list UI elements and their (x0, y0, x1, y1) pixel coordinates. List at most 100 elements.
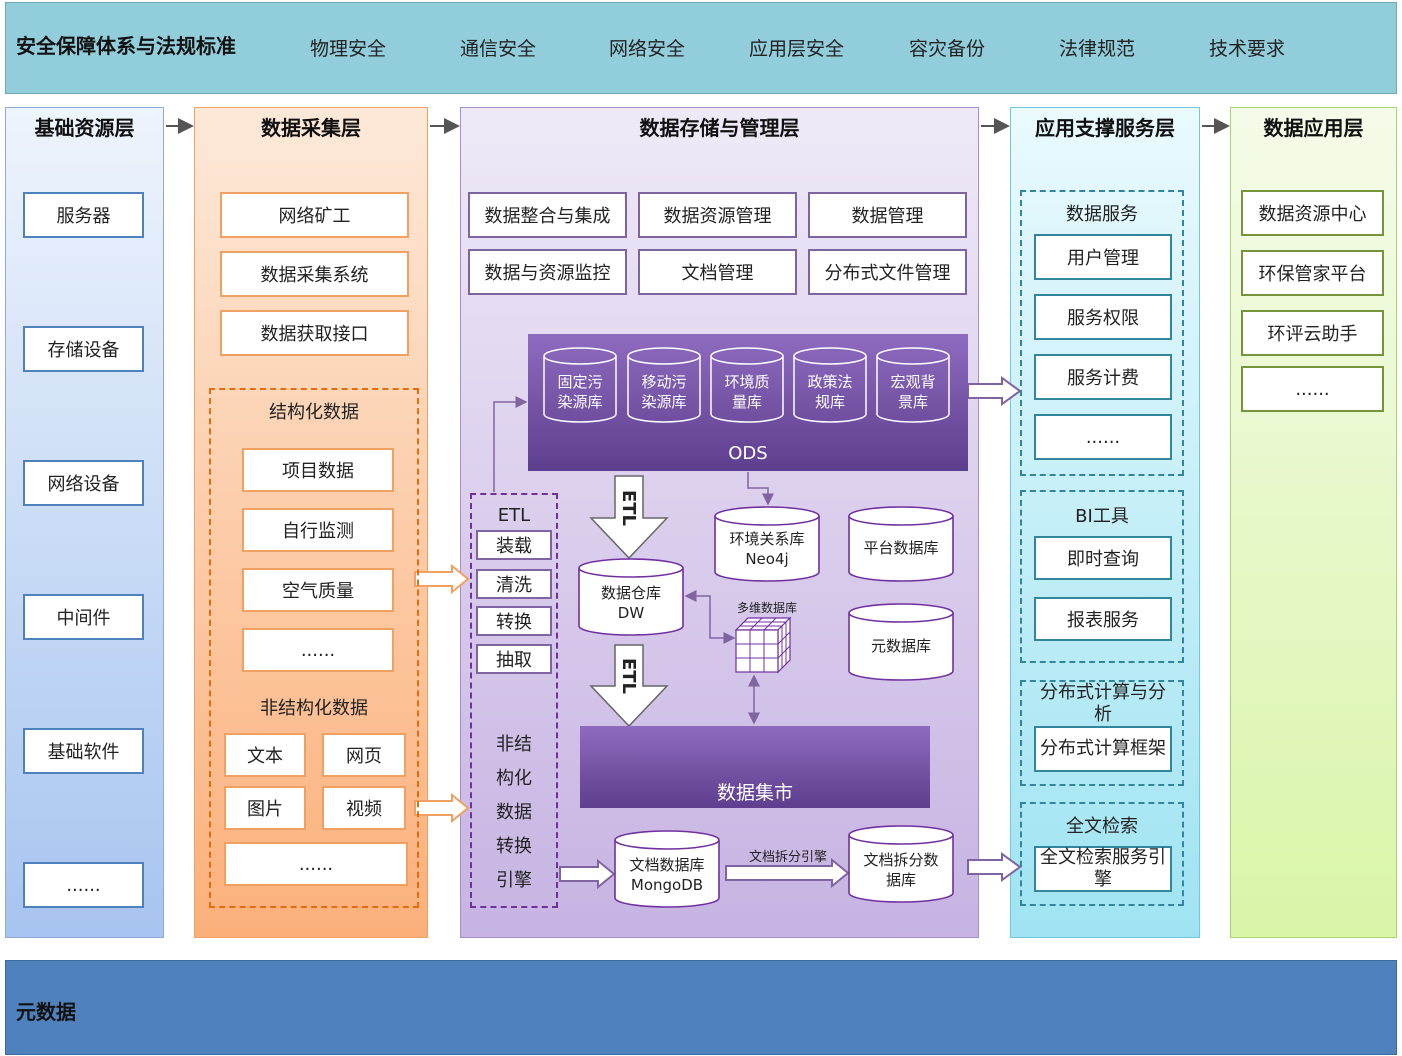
app-item-eia-assistant: 环评云助手 (1241, 310, 1384, 356)
security-item-technical: 技术要求 (1209, 38, 1286, 60)
ods-db-policy-line1: 政策法 (807, 373, 853, 391)
layer2-item-api: 数据获取接口 (220, 310, 409, 356)
etl-item-load: 装载 (476, 530, 552, 560)
platform-db: 平台数据库 (863, 539, 939, 557)
service-item-permission: 服务权限 (1034, 294, 1172, 340)
neo4j-db-line1: 环境关系库 (729, 530, 805, 548)
storage-item-resource-management: 数据资源管理 (638, 192, 797, 238)
security-item-communication: 通信安全 (460, 38, 537, 60)
ods-db-mobile-pollution-line2: 染源库 (641, 393, 687, 411)
layer1-item-storage: 存储设备 (23, 326, 144, 372)
bi-item-report: 报表服务 (1034, 597, 1172, 641)
document-split-engine-label: 文档拆分引擎 (748, 849, 827, 865)
ods-db-policy: 政策法 规库 (794, 370, 866, 414)
fulltext-title: 全文检索 (1066, 816, 1138, 837)
layer5-title: 数据应用层 (1263, 115, 1364, 140)
ods-db-fixed-pollution-line1: 固定污 (557, 373, 603, 391)
layer3-title: 数据存储与管理层 (639, 115, 800, 140)
data-mart-label: 数据集市 (716, 781, 793, 804)
ods-db-macro: 宏观背 景库 (877, 370, 949, 414)
mongodb-line2: MongoDB (630, 876, 704, 894)
service-item-user-management: 用户管理 (1034, 234, 1172, 280)
layer2-title: 数据采集层 (261, 115, 361, 140)
distributed-item-framework: 分布式计算框架 (1034, 726, 1172, 772)
etl-item-extract: 抽取 (476, 644, 552, 674)
document-split-db-line1: 文档拆分数 (863, 851, 939, 869)
cube-icon (734, 616, 792, 674)
fulltext-group (1020, 802, 1184, 906)
layer-infrastructure (5, 107, 164, 938)
distributed-group (1020, 680, 1184, 786)
data-warehouse-line2: DW (617, 604, 645, 622)
layer1-item-network: 网络设备 (23, 460, 144, 506)
etl-group (470, 493, 558, 908)
ods-block (528, 334, 968, 471)
unstructured-item-more: ...... (224, 842, 408, 886)
security-bar (5, 2, 1397, 94)
security-item-physical: 物理安全 (310, 38, 387, 60)
ods-db-macro-line2: 景库 (897, 393, 928, 411)
app-item-housekeeper: 环保管家平台 (1241, 250, 1384, 296)
structured-item-monitoring: 自行监测 (242, 508, 394, 552)
storage-item-document-management: 文档管理 (638, 249, 797, 295)
storage-item-integration: 数据整合与集成 (468, 192, 627, 238)
bi-group (1020, 490, 1184, 663)
engine-label-line4: 转换 (496, 836, 532, 857)
storage-item-distributed-file: 分布式文件管理 (808, 249, 967, 295)
neo4j-db-line2: Neo4j (745, 550, 789, 568)
distributed-title: 分布式计算与分析 (1040, 682, 1166, 725)
data-service-group (1020, 190, 1184, 476)
layer-application (1230, 107, 1397, 938)
fulltext-item-engine: 全文检索服务引擎 (1034, 846, 1172, 892)
unstructured-engine-label: 非结 构化 数据 转换 引擎 (470, 728, 558, 898)
security-item-disaster-backup: 容灾备份 (909, 38, 986, 60)
structured-item-more: ...... (242, 628, 394, 672)
ods-label: ODS (728, 442, 768, 464)
engine-label-line3: 数据 (496, 802, 532, 823)
metadata-bar (5, 960, 1397, 1055)
ods-database-icons (543, 347, 950, 423)
data-mart-block (580, 726, 930, 808)
ods-db-macro-line1: 宏观背 (890, 373, 936, 391)
ods-db-environment-quality-line2: 量库 (731, 393, 762, 411)
storage-item-monitoring: 数据与资源监控 (468, 249, 627, 295)
security-title: 安全保障体系与法规标准 (16, 34, 236, 58)
etl-item-clean: 清洗 (476, 569, 552, 599)
ods-db-fixed-pollution-line2: 染源库 (557, 393, 603, 411)
ods-db-fixed-pollution: 固定污 染源库 (544, 370, 616, 414)
layer1-item-server: 服务器 (23, 192, 144, 238)
document-split-db: 文档拆分数 据库 (849, 847, 953, 893)
mongodb: 文档数据库 MongoDB (615, 852, 719, 898)
structured-item-project: 项目数据 (242, 448, 394, 492)
storage-database-shapes (578, 506, 954, 908)
layer1-item-software: 基础软件 (23, 728, 144, 774)
app-item-more: ...... (1241, 366, 1384, 412)
metadata-db: 元数据库 (870, 637, 931, 655)
engine-label-line5: 引擎 (496, 870, 532, 891)
data-warehouse: 数据仓库 DW (579, 580, 683, 626)
unstructured-item-text: 文本 (224, 733, 306, 777)
mongodb-line1: 文档数据库 (629, 856, 705, 874)
unstructured-item-video: 视频 (322, 786, 406, 830)
layer2-item-web-miner: 网络矿工 (220, 192, 409, 238)
app-item-resource-center: 数据资源中心 (1241, 190, 1384, 236)
ods-db-environment-quality-line1: 环境质 (724, 373, 770, 391)
cube-label: 多维数据库 (736, 600, 797, 615)
layer2-item-collection-system: 数据采集系统 (220, 251, 409, 297)
unstructured-data-title: 非结构化数据 (260, 698, 368, 719)
structured-item-air-quality: 空气质量 (242, 568, 394, 612)
storage-item-data-management: 数据管理 (808, 192, 967, 238)
service-item-more: ...... (1034, 414, 1172, 460)
etl-item-transform: 转换 (476, 606, 552, 636)
bi-title: BI工具 (1075, 506, 1129, 527)
bi-item-instant-query: 即时查询 (1034, 536, 1172, 580)
collection-data-group (209, 388, 419, 908)
layer1-title: 基础资源层 (34, 115, 135, 140)
ods-db-environment-quality: 环境质 量库 (711, 370, 783, 414)
engine-label-line2: 构化 (496, 768, 532, 789)
security-item-application: 应用层安全 (749, 38, 845, 60)
service-item-billing: 服务计费 (1034, 354, 1172, 400)
unstructured-item-image: 图片 (224, 786, 306, 830)
structured-data-title: 结构化数据 (269, 402, 359, 423)
security-item-legal: 法律规范 (1059, 38, 1136, 60)
